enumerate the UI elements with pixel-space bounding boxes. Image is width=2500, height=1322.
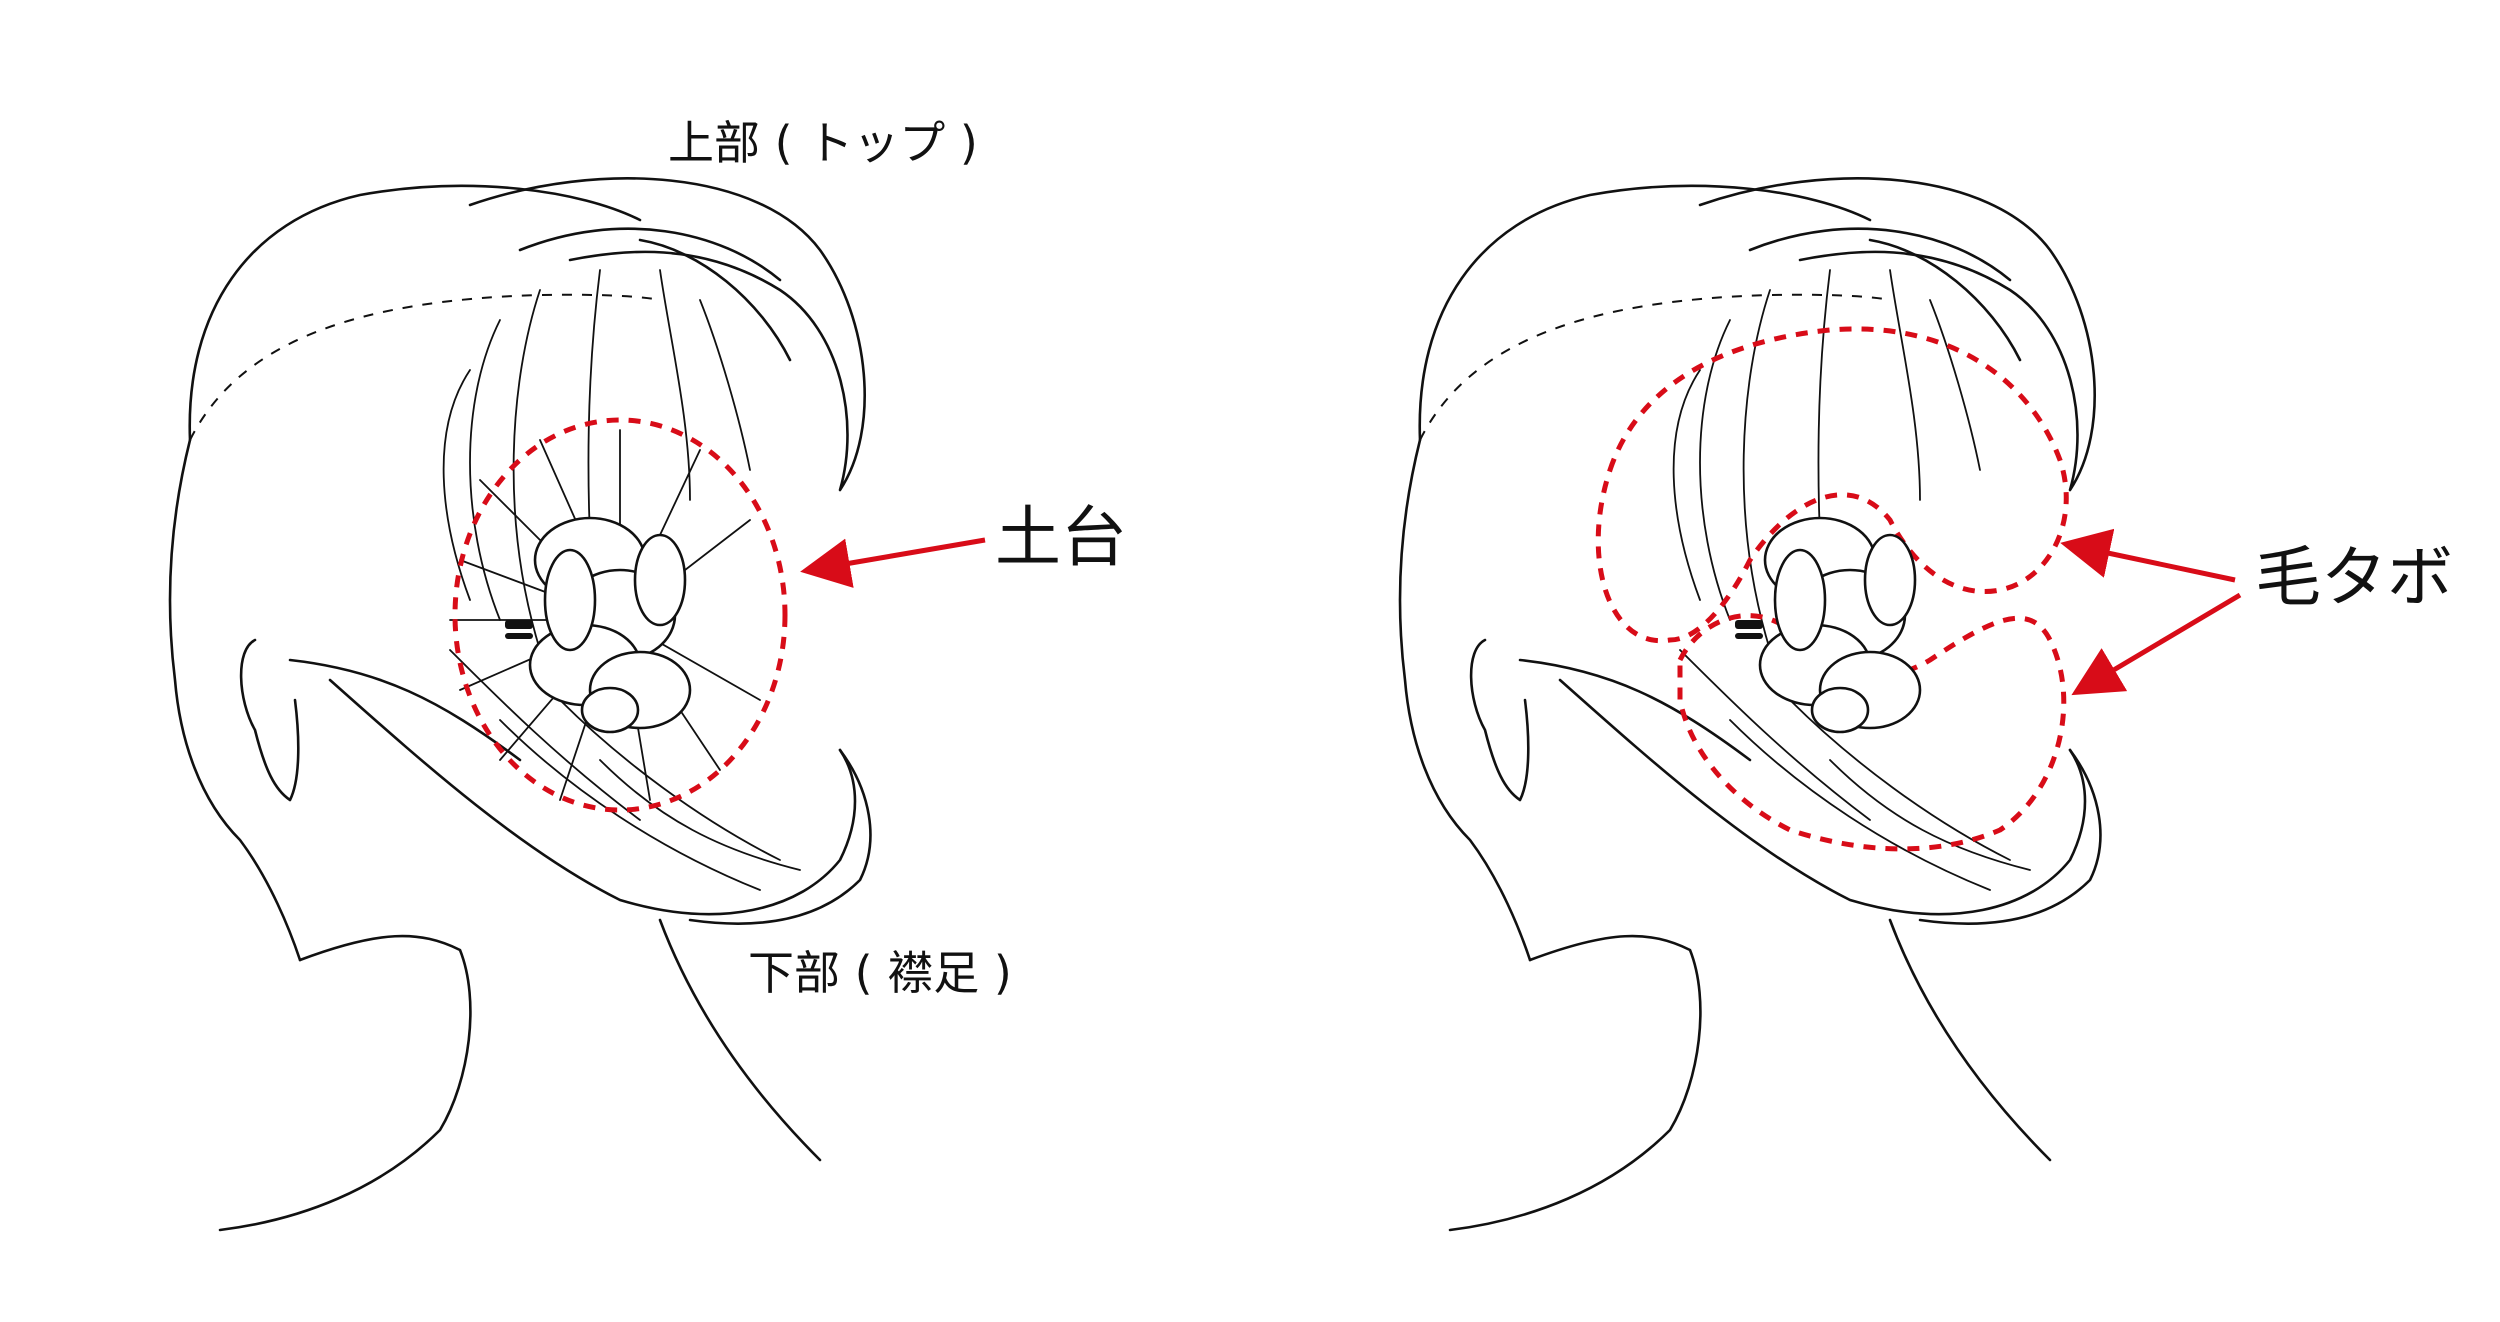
left-head — [168, 177, 986, 1232]
padding-callout-label: 毛タボ — [2255, 539, 2453, 616]
base-callout-arrow — [800, 537, 986, 588]
braided-bun-right — [1733, 516, 1922, 734]
top-region-label: 上部 ( トップ ) — [668, 116, 978, 170]
base-callout-label: 土台 — [995, 499, 1127, 576]
padding-upper-area — [1595, 326, 2069, 644]
base-dashed-outline — [452, 417, 788, 813]
padding-callout-arrow-lower — [2071, 592, 2242, 696]
right-head — [1398, 177, 2242, 1232]
padding-callout-arrow-upper — [2060, 528, 2236, 583]
braided-bun — [503, 516, 692, 734]
bottom-region-label: 下部 ( 襟足 ) — [748, 946, 1012, 1000]
